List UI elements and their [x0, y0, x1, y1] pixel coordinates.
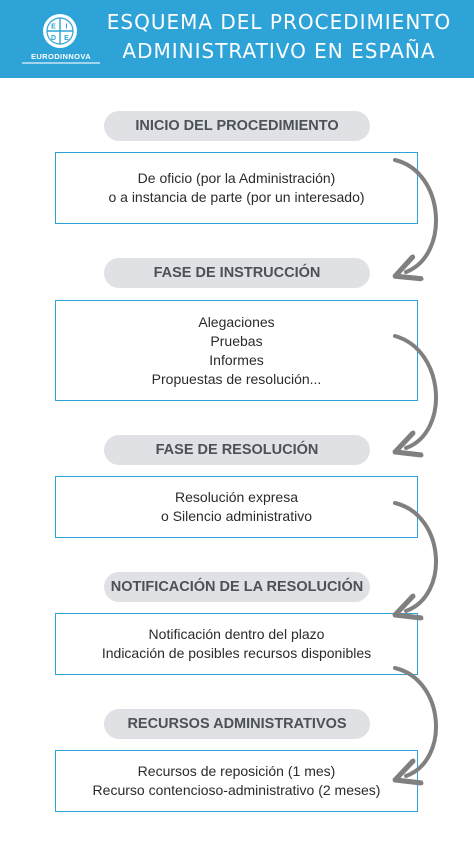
- step-text-line: o a instancia de parte (por un interesad…: [108, 189, 365, 205]
- title-line-1: ESQUEMA DEL PROCEDIMIENTO: [106, 10, 452, 34]
- step-box-resolucion: Resolución expresa o Silencio administra…: [55, 476, 418, 538]
- header-banner: E I D E EURODINNOVA ESQUEMA DEL PROCEDIM…: [0, 0, 474, 78]
- page-title: ESQUEMA DEL PROCEDIMIENTO ADMINISTRATIVO…: [104, 8, 454, 66]
- step-text-line: Pruebas: [210, 332, 263, 349]
- step-text-line: Notificación dentro del plazo: [148, 626, 325, 642]
- svg-text:D: D: [51, 35, 56, 42]
- step-label-resolucion: FASE DE RESOLUCIÓN: [104, 435, 370, 465]
- step-text-line: Recurso contencioso-administrativo (2 me…: [92, 782, 381, 798]
- svg-text:E: E: [51, 24, 56, 31]
- step-box-notificacion: Notificación dentro del plazo Indicación…: [55, 613, 418, 675]
- step-box-inicio: De oficio (por la Administración) o a in…: [55, 152, 418, 224]
- brand-tagline-line: [22, 62, 100, 64]
- step-text-line: De oficio (por la Administración): [137, 170, 336, 186]
- step-text-line: Informes: [209, 351, 264, 368]
- step-text-line: Alegaciones: [198, 313, 275, 330]
- step-text-line: Resolución expresa: [175, 489, 298, 505]
- svg-text:I: I: [66, 24, 68, 31]
- brand-name: EURODINNOVA: [30, 52, 92, 61]
- step-box-instruccion: Alegaciones Pruebas Informes Propuestas …: [55, 300, 418, 401]
- brand-logo: E I D E EURODINNOVA: [22, 14, 100, 70]
- arrow-2-icon: [395, 334, 438, 448]
- step-text-line: o Silencio administrativo: [161, 508, 312, 524]
- step-label-recursos: RECURSOS ADMINISTRATIVOS: [104, 709, 370, 739]
- title-line-2: ADMINISTRATIVO EN ESPAÑA: [122, 39, 436, 63]
- step-text-line: Propuestas de resolución...: [151, 370, 322, 387]
- logo-emblem-icon: E I D E: [43, 14, 77, 48]
- step-label-inicio: INICIO DEL PROCEDIMIENTO: [104, 111, 370, 141]
- arrow-1-icon: [395, 158, 438, 272]
- step-text-line: Recursos de reposición (1 mes): [137, 763, 336, 779]
- step-box-recursos: Recursos de reposición (1 mes) Recurso c…: [55, 750, 418, 812]
- arrow-4-icon: [395, 666, 438, 776]
- arrow-3-icon: [395, 501, 438, 611]
- svg-text:E: E: [64, 35, 69, 42]
- step-label-notificacion: NOTIFICACIÓN DE LA RESOLUCIÓN: [104, 572, 370, 602]
- step-text-line: Indicación de posibles recursos disponib…: [101, 645, 372, 661]
- step-label-instruccion: FASE DE INSTRUCCIÓN: [104, 258, 370, 288]
